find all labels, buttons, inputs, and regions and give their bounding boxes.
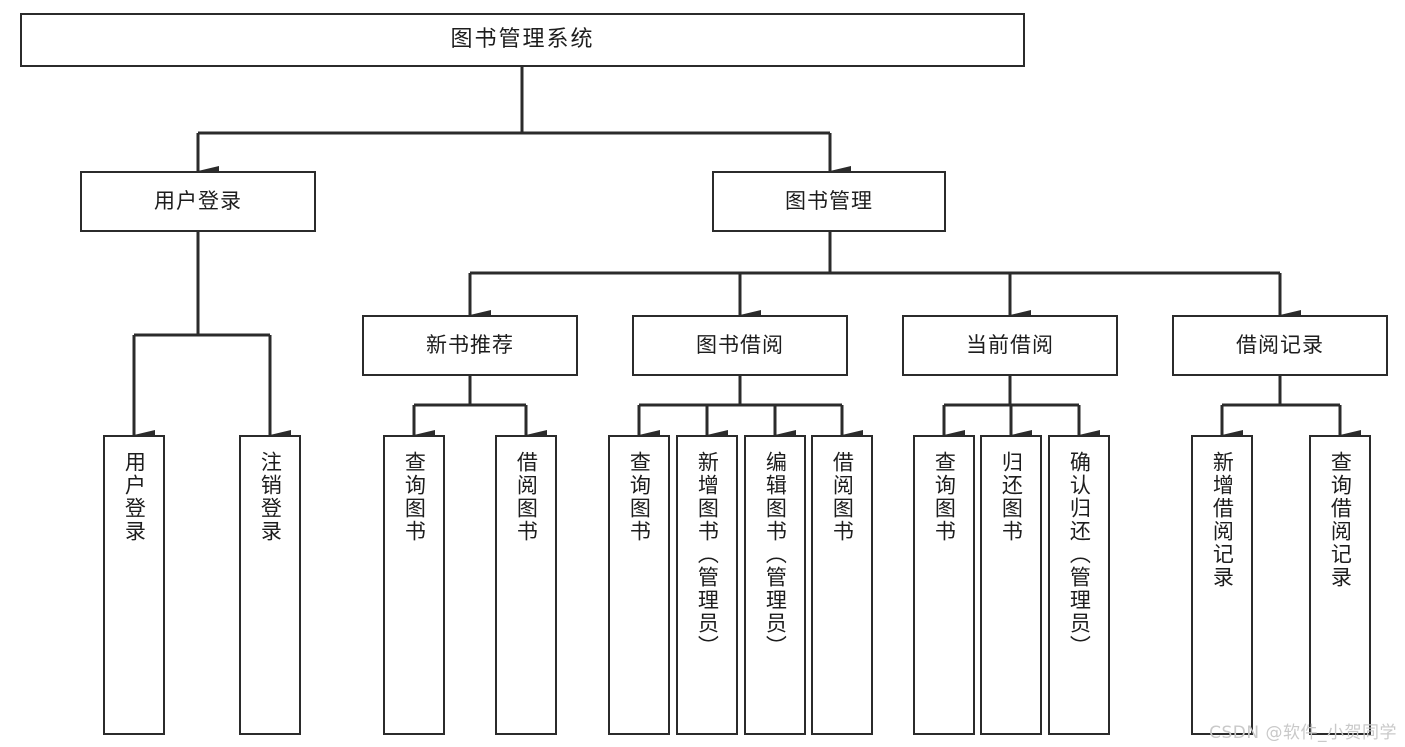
- leaf-borrow-book-newbook-label: 借阅图书: [514, 451, 539, 543]
- node-root[interactable]: 图书管理系统: [20, 13, 1025, 67]
- node-user-login-label: 用户登录: [154, 188, 242, 213]
- node-book-borrow[interactable]: 图书借阅: [632, 315, 848, 376]
- node-book-management[interactable]: 图书管理: [712, 171, 946, 232]
- leaf-return-book-label: 归还图书: [999, 451, 1024, 543]
- leaf-add-book-admin[interactable]: 新增图书（管理员）: [676, 435, 738, 735]
- leaf-add-borrow-record-label: 新增借阅记录: [1210, 451, 1235, 589]
- node-book-management-label: 图书管理: [785, 188, 873, 213]
- node-new-book-recommend[interactable]: 新书推荐: [362, 315, 578, 376]
- leaf-add-book-admin-label: 新增图书（管理员）: [695, 451, 720, 658]
- leaf-query-book-newbook-label: 查询图书: [402, 451, 427, 543]
- leaf-add-borrow-record[interactable]: 新增借阅记录: [1191, 435, 1253, 735]
- leaf-query-borrow-record-label: 查询借阅记录: [1328, 451, 1353, 589]
- leaf-confirm-return-admin[interactable]: 确认归还（管理员）: [1048, 435, 1110, 735]
- leaf-edit-book-admin[interactable]: 编辑图书（管理员）: [744, 435, 806, 735]
- leaf-user-login[interactable]: 用户登录: [103, 435, 165, 735]
- node-user-login[interactable]: 用户登录: [80, 171, 316, 232]
- node-book-borrow-label: 图书借阅: [696, 332, 784, 357]
- node-current-borrow-label: 当前借阅: [966, 332, 1054, 357]
- leaf-query-borrow-record[interactable]: 查询借阅记录: [1309, 435, 1371, 735]
- leaf-query-book-current[interactable]: 查询图书: [913, 435, 975, 735]
- leaf-query-book-borrow-label: 查询图书: [627, 451, 652, 543]
- leaf-query-book-current-label: 查询图书: [932, 451, 957, 543]
- leaf-query-book-newbook[interactable]: 查询图书: [383, 435, 445, 735]
- leaf-logout-label: 注销登录: [258, 451, 283, 543]
- leaf-edit-book-admin-label: 编辑图书（管理员）: [763, 451, 788, 658]
- node-current-borrow[interactable]: 当前借阅: [902, 315, 1118, 376]
- node-borrow-records[interactable]: 借阅记录: [1172, 315, 1388, 376]
- leaf-borrow-book-newbook[interactable]: 借阅图书: [495, 435, 557, 735]
- node-borrow-records-label: 借阅记录: [1236, 332, 1324, 357]
- leaf-confirm-return-admin-label: 确认归还（管理员）: [1067, 451, 1092, 658]
- leaf-logout[interactable]: 注销登录: [239, 435, 301, 735]
- leaf-borrow-book[interactable]: 借阅图书: [811, 435, 873, 735]
- leaf-query-book-borrow[interactable]: 查询图书: [608, 435, 670, 735]
- leaf-return-book[interactable]: 归还图书: [980, 435, 1042, 735]
- node-root-label: 图书管理系统: [450, 26, 595, 52]
- leaf-borrow-book-label: 借阅图书: [830, 451, 855, 543]
- node-new-book-recommend-label: 新书推荐: [426, 332, 514, 357]
- csdn-watermark: CSDN @软件_小贺同学: [1209, 723, 1397, 743]
- leaf-user-login-label: 用户登录: [122, 451, 147, 543]
